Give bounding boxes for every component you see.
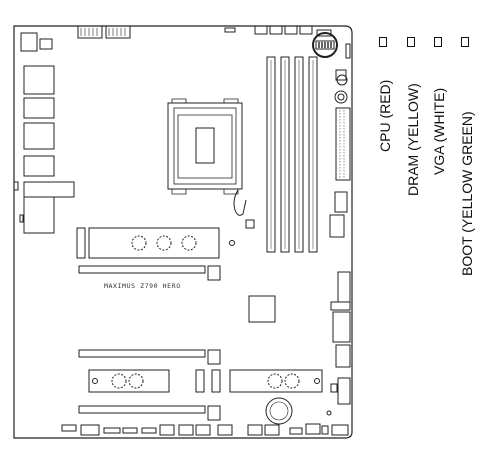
right-side-components — [329, 69, 351, 238]
cpu-led-swatch — [379, 37, 387, 47]
q-led-highlight — [312, 32, 338, 58]
board-model-label: MAXIMUS Z790 HERO — [104, 282, 181, 290]
top-header-connectors — [77, 25, 313, 39]
vga-led-swatch — [434, 37, 442, 47]
dram-led-swatch — [407, 37, 415, 47]
m2-slots-bottom — [88, 369, 323, 393]
m2-slot-top — [76, 227, 235, 259]
dram-led-label: DRAM (YELLOW) — [405, 83, 421, 196]
cmos-battery — [265, 397, 293, 425]
cpu-socket — [167, 98, 247, 216]
vga-led-label: VGA (WHITE) — [431, 87, 447, 175]
board-outline — [13, 25, 353, 439]
right-side-headers — [330, 271, 351, 405]
bottom-edge-headers — [61, 423, 349, 436]
chipset — [248, 295, 276, 323]
boot-led-label: BOOT (YELLOW GREEN) — [459, 111, 475, 276]
pcie-slot-middle — [78, 349, 221, 365]
pcie-slot-top — [78, 265, 221, 281]
cpu-led-label: CPU (RED) — [377, 79, 393, 152]
dimm-slots — [266, 56, 318, 253]
rear-io-group — [13, 32, 75, 234]
pcie-slot-bottom — [78, 405, 221, 421]
boot-led-swatch — [461, 37, 469, 47]
